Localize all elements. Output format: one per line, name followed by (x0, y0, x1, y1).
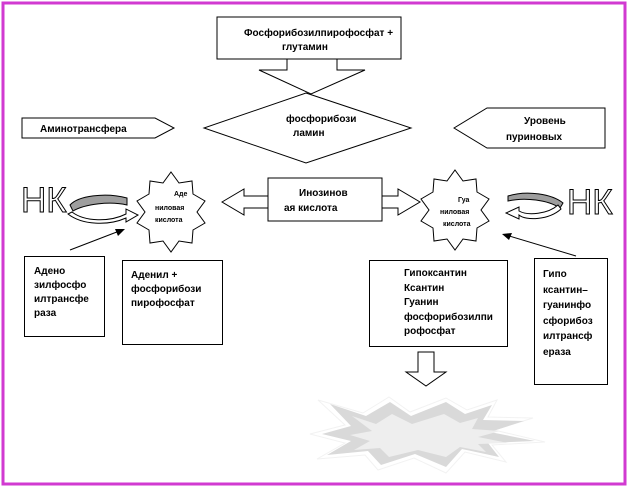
right-star (420, 169, 490, 251)
right-star-line3: кислота (443, 221, 471, 228)
top-box-line2: глутамин (282, 42, 328, 53)
left-star-line2: ниловая (155, 205, 184, 212)
left-pentagon-label: Аминотрансфера (40, 123, 127, 135)
down-arrow-bottom (404, 351, 448, 387)
left-star (136, 171, 206, 253)
top-box-line1: Фосфорибозилпирофосфат + (244, 27, 393, 39)
right-curved-arrow (507, 192, 564, 209)
center-diamond-line1: фосфорибози (286, 113, 356, 125)
left-star-line3: кислота (155, 217, 183, 224)
right-enzyme-arrowhead (502, 233, 512, 240)
left-pentagon (21, 117, 176, 139)
box-adenine-enzyme: Адено зилфосфо илтрансфе раза (24, 256, 105, 337)
down-arrow-top (258, 58, 366, 95)
right-enzyme-arrow (505, 234, 577, 257)
right-star-line1: Гуа (458, 197, 470, 204)
box-hypoxanthine: Гипоксантин Ксантин Гуанин фосфорибозилп… (369, 260, 508, 347)
middle-box (267, 177, 383, 222)
left-enzyme-arrow (69, 229, 123, 251)
box-hgprt: Гипо ксантин– гуанинфо сфорибоз илтрансф… (534, 258, 608, 385)
left-star-line1: Аде (174, 191, 187, 198)
right-star-line2: ниловая (440, 209, 469, 216)
left-nk-label: НК (21, 181, 67, 220)
middle-box-line1: Инозинов (299, 188, 348, 199)
right-pentagon (453, 107, 606, 149)
right-curved-arrow-lower (504, 204, 562, 220)
right-pentagon-line2: пуриновых (506, 132, 563, 143)
box-adenyl: Аденил + фосфорибози пирофосфат (122, 260, 223, 345)
left-enzyme-arrowhead (115, 229, 125, 236)
explosion-inner (350, 414, 508, 457)
right-pentagon-line1: Уровень (524, 116, 566, 127)
right-nk-label: НК (567, 183, 613, 222)
left-curved-arrow (69, 194, 128, 212)
left-curved-arrow-lower (67, 208, 140, 224)
center-diamond-line2: ламин (293, 128, 325, 139)
center-diamond (202, 92, 413, 164)
middle-box-line2: ая кислота (284, 203, 338, 214)
